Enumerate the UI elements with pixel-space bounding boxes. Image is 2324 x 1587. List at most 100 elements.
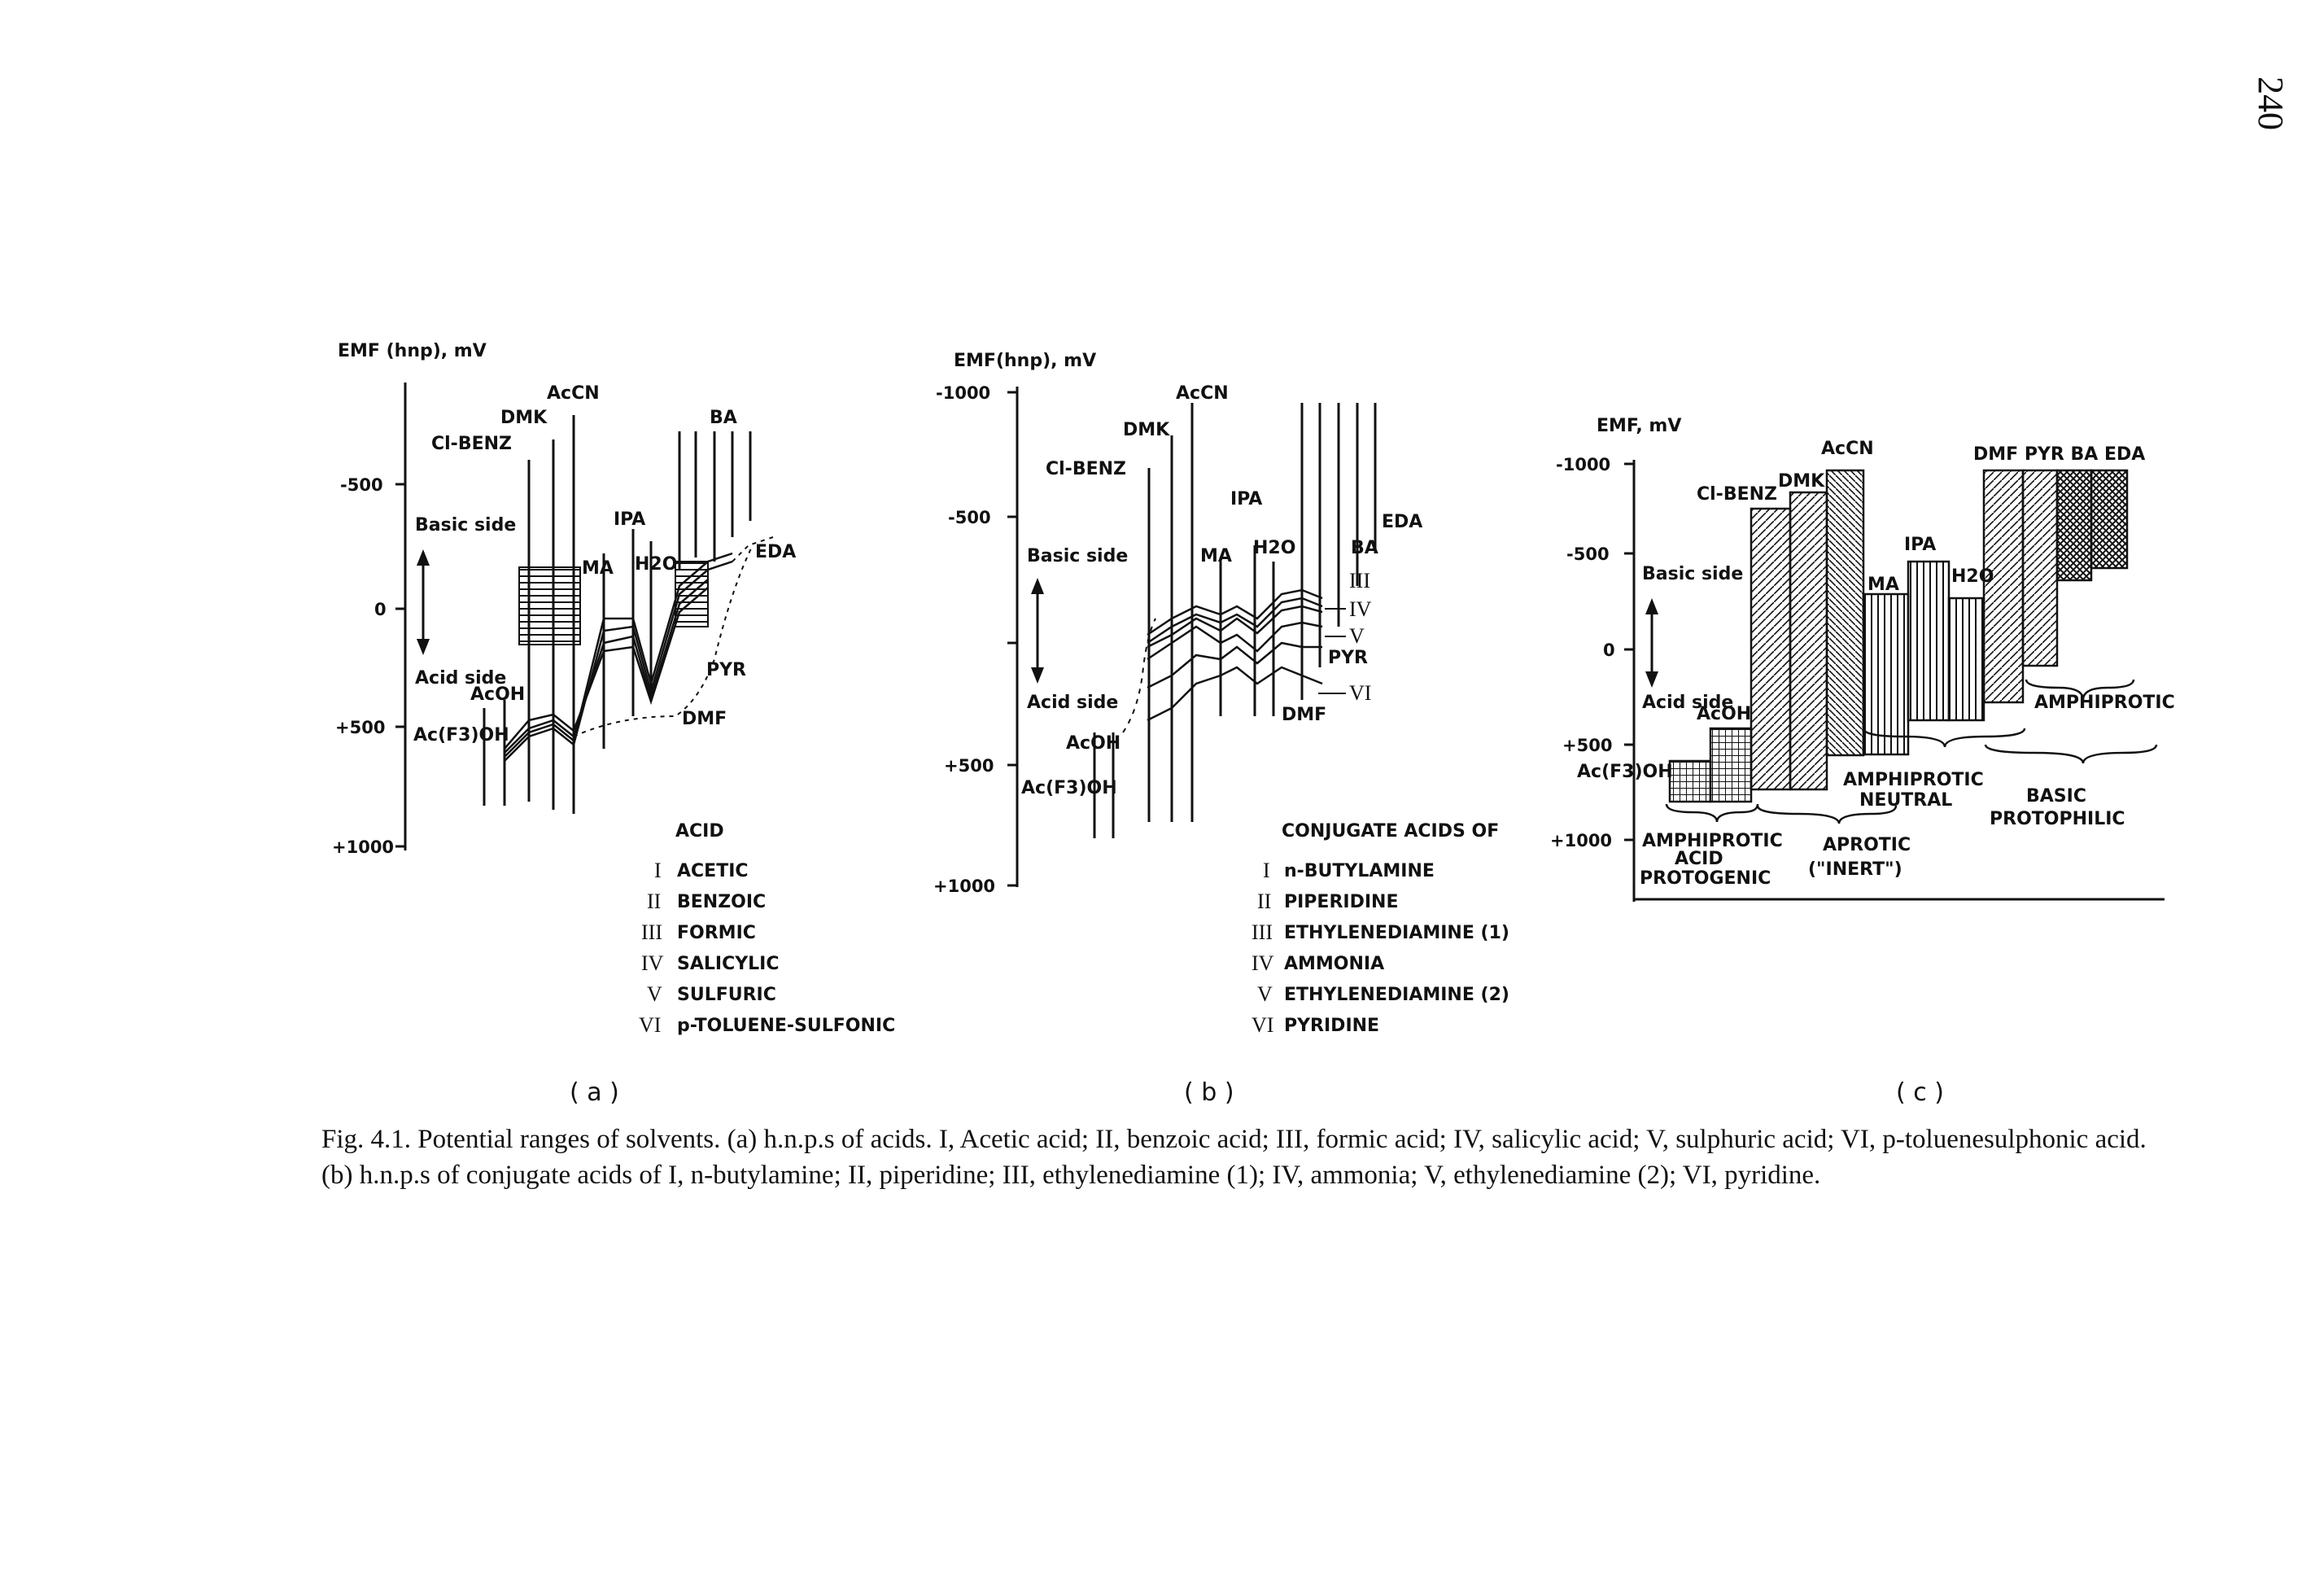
panel-a-solvent-label: BA [710, 408, 737, 428]
bar-ipa [1907, 560, 1950, 722]
panel-a-label: ( a ) [570, 1078, 619, 1107]
panel-a-band [518, 566, 581, 645]
panel-b-solvent-label: DMK [1123, 420, 1170, 440]
panel-c-solvent-label: MA [1868, 575, 1899, 595]
bar-pyr [2021, 469, 2059, 667]
panel-c-solvent-label: DMK [1778, 471, 1825, 492]
panel-a-curves [504, 552, 733, 762]
panel-a-solvent-label: PYR [706, 660, 746, 680]
panel-a-tick: +1000 [332, 837, 394, 857]
bar-acf3oh [1668, 759, 1712, 803]
list-name: SULFURIC [677, 985, 776, 1005]
panel-c-group-amphiprotic: AMPHIPROTIC [2034, 693, 2175, 713]
bar-cl-benz [1750, 507, 1792, 791]
panel-b-solvent-label: Ac(F3)OH [1021, 778, 1117, 798]
panel-c-tick: +1000 [1550, 831, 1612, 850]
arrow-label: III [1349, 569, 1370, 592]
panel-c-tick: -500 [1566, 544, 1610, 564]
list-num: III [641, 920, 662, 944]
list-num: IV [1252, 951, 1274, 975]
panel-b-solvent-label: MA [1200, 546, 1232, 566]
panel-b-solvent-label: IPA [1230, 489, 1262, 509]
list-name: SALICYLIC [677, 954, 780, 974]
panel-a-solvent-label: Ac(F3)OH [413, 725, 509, 745]
list-num: VI [639, 1013, 661, 1037]
panel-c-tick: -1000 [1556, 455, 1610, 474]
list-name: AMMONIA [1284, 954, 1384, 974]
bar-h2o [1947, 597, 1985, 722]
panel-a-acid-side: Acid side [415, 668, 506, 689]
panel-a-ticks: -500 0 +500 +1000 [332, 475, 405, 857]
panel-a-tick: +500 [335, 718, 385, 737]
panel-b-ticks: -1000 -500 +500 +1000 [933, 383, 1017, 896]
panel-c-tick: +500 [1562, 736, 1612, 755]
panel-b-label: ( b ) [1184, 1078, 1234, 1107]
panel-a-solvent-label: AcOH [470, 684, 525, 705]
panel-b-tick: -500 [948, 508, 991, 527]
panel-c-braces [1665, 679, 2158, 824]
panel-c-bars [1668, 469, 2129, 803]
panel-a-solvent-label: DMF [682, 709, 727, 729]
list-name: ETHYLENEDIAMINE (1) [1284, 923, 1509, 943]
list-num: II [1257, 890, 1271, 913]
panel-b-list-title: CONJUGATE ACIDS OF [1282, 821, 1499, 842]
panel-a-solvent-label: Cl-BENZ [431, 434, 512, 454]
list-num: I [654, 859, 662, 882]
bar-dmk [1789, 491, 1828, 791]
panel-b-solvent-label: PYR [1328, 648, 1368, 668]
bar-dmf [1982, 469, 2025, 704]
panel-c-solvent-label: IPA [1904, 535, 1936, 555]
list-num: V [1257, 982, 1273, 1006]
panel-c-solvent-label: DMF PYR BA EDA [1973, 444, 2145, 465]
panel-a-basic-side: Basic side [415, 515, 516, 536]
panel-a-solvent-label: MA [582, 558, 614, 579]
bar-eda [2090, 469, 2129, 570]
panel-c-axis-title: EMF, mV [1597, 416, 1681, 436]
list-num: IV [641, 951, 664, 975]
list-num: VI [1252, 1013, 1273, 1037]
panel-c-acid-side: Acid side [1642, 693, 1733, 713]
panel-a-list-title: ACID [675, 821, 724, 842]
panel-c-tick: 0 [1603, 640, 1615, 660]
panel-b-solvent-label: DMF [1282, 705, 1326, 725]
panel-b-solvent-label: AcCN [1176, 383, 1229, 404]
bar-accn [1825, 469, 1865, 757]
list-name: PYRIDINE [1284, 1016, 1379, 1036]
panel-c-solvent-label: Cl-BENZ [1697, 484, 1777, 505]
panel-a-tick: 0 [374, 600, 387, 619]
list-num: III [1252, 920, 1273, 944]
arrow-label: IV [1349, 597, 1372, 621]
arrow-label: V [1349, 624, 1365, 648]
panel-b-solvent-label: AcOH [1066, 733, 1120, 754]
panel-b-solvent-label: EDA [1382, 512, 1422, 532]
panel-b-curves [1147, 588, 1323, 722]
figure-caption: Fig. 4.1. Potential ranges of solvents. … [321, 1125, 2147, 1190]
list-name: FORMIC [677, 923, 756, 943]
bar-ma [1862, 592, 1910, 756]
panel-c-label: ( c ) [1896, 1078, 1944, 1107]
list-name: BENZOIC [677, 892, 766, 912]
panel-a-acid-list: I ACETIC II BENZOIC III FORMIC IV SALICY… [639, 859, 895, 1037]
list-name: p-TOLUENE-SULFONIC [677, 1016, 895, 1036]
panel-c-solvent-label: H2O [1951, 566, 1994, 587]
panel-b-solvent-label: BA [1351, 538, 1378, 558]
panel-a-solvent-label: H2O [635, 554, 677, 575]
panel-b-conjugate-list: I n-BUTYLAMINE II PIPERIDINE III ETHYLEN… [1252, 859, 1509, 1037]
panel-a-solvent-label: EDA [755, 542, 796, 562]
panel-b-acid-side: Acid side [1027, 693, 1118, 713]
panel-b-solvent-label: H2O [1253, 538, 1295, 558]
panel-a-solvent-label: IPA [614, 509, 645, 530]
panel-a-tick: -500 [340, 475, 383, 495]
panel-c: EMF, mV -1000 -500 0 +500 +1000 Basic si… [1550, 416, 2175, 1107]
panel-c-solvent-label: AcOH [1697, 704, 1751, 724]
panel-b-arrows: III IV V VI [1318, 569, 1372, 705]
panel-a-solvent-label: DMK [500, 408, 548, 428]
panel-b-tick: +1000 [933, 877, 995, 896]
panel-b-solvent-label: Cl-BENZ [1046, 459, 1126, 479]
list-name: PIPERIDINE [1284, 892, 1398, 912]
panel-b-tick: +500 [944, 756, 994, 776]
